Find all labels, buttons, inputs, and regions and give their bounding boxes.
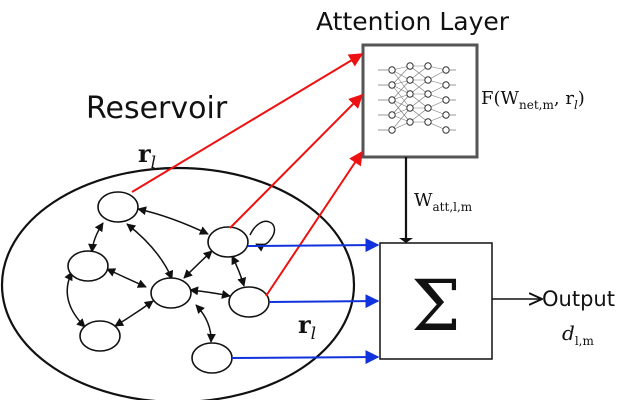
reservoir-node <box>67 250 109 282</box>
reservoir-node <box>150 277 192 309</box>
reservoir-title: Reservoir <box>86 91 228 126</box>
reservoir-boundary <box>0 166 356 400</box>
sum-box: Σ <box>379 242 493 360</box>
red-arrows-to-attention <box>131 53 364 297</box>
attention-weight-label: Watt,l,m <box>414 190 473 214</box>
reservoir-node <box>228 286 270 318</box>
blue-arrows-to-sum <box>231 238 380 365</box>
reservoir-node <box>97 191 139 223</box>
neural-network-icon <box>378 65 456 131</box>
attention-layer-title: Attention Layer <box>316 7 510 36</box>
reservoir-state-label-bottom: rl <box>298 310 316 344</box>
reservoir-node <box>207 226 249 258</box>
reservoir-state-label-top: rl <box>138 139 156 173</box>
attention-layer-box <box>361 43 479 159</box>
sigma-icon: Σ <box>411 265 461 347</box>
output-label: Output <box>542 287 615 311</box>
reservoir-node <box>79 320 121 352</box>
output-symbol-label: dl,m <box>562 321 594 348</box>
reservoir-node <box>191 342 233 374</box>
attention-function-label: F(Wnet,m, rl) <box>481 88 585 112</box>
